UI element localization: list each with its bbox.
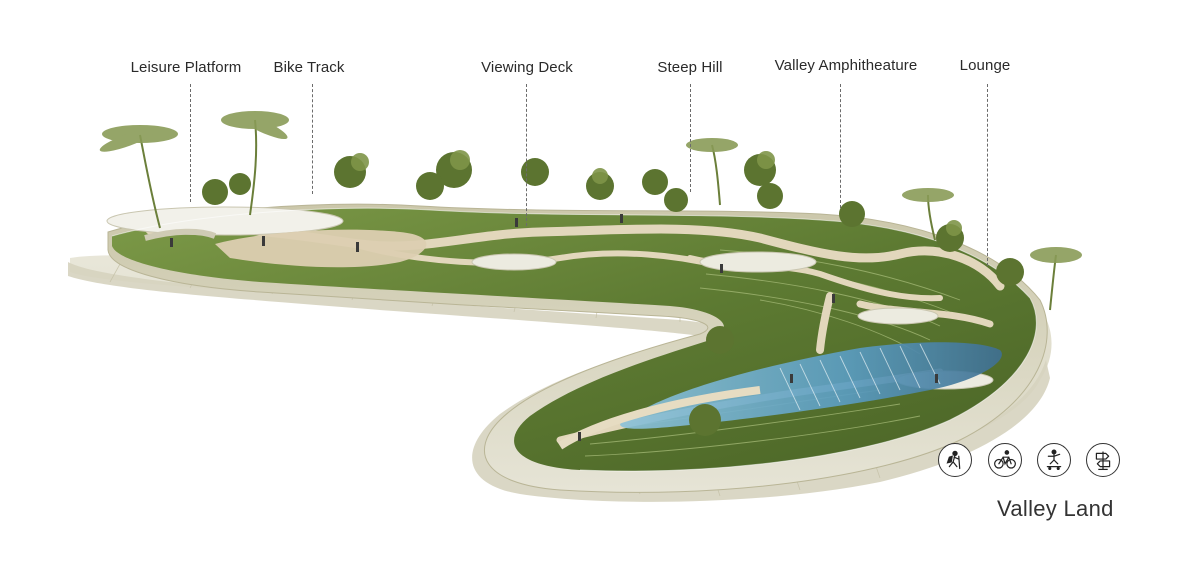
signpost-icon (1086, 443, 1120, 477)
people-figures (170, 214, 938, 441)
pool-edge-walk (557, 386, 761, 450)
leader-steep-hill (690, 84, 691, 192)
viewing-deck-shape (471, 253, 557, 271)
leader-lounge (987, 84, 988, 266)
valley-pool (620, 342, 1002, 429)
leisure-platform-shape (106, 206, 344, 236)
label-leisure-platform: Leisure Platform (130, 59, 242, 76)
sand-plaza (215, 229, 427, 268)
tree-canopy (99, 111, 1082, 436)
skateboarding-icon (1037, 443, 1071, 477)
leader-valley-amphitheatre (840, 84, 841, 208)
label-valley-amphitheatre: Valley Amphitheature (774, 57, 918, 74)
label-lounge: Lounge (959, 57, 1011, 74)
label-viewing-deck: Viewing Deck (481, 59, 573, 76)
diagram-title: Valley Land (997, 496, 1114, 521)
leader-bike-track (312, 84, 313, 194)
lounge-platform-2 (857, 307, 939, 325)
platform-ramp (144, 228, 217, 241)
leader-viewing-deck (526, 84, 527, 226)
cycling-icon (988, 443, 1022, 477)
lounge-platform (699, 251, 817, 273)
label-bike-track: Bike Track (273, 59, 345, 76)
hiking-icon (938, 443, 972, 477)
leader-leisure-platform (190, 84, 191, 202)
label-steep-hill: Steep Hill (657, 59, 723, 76)
